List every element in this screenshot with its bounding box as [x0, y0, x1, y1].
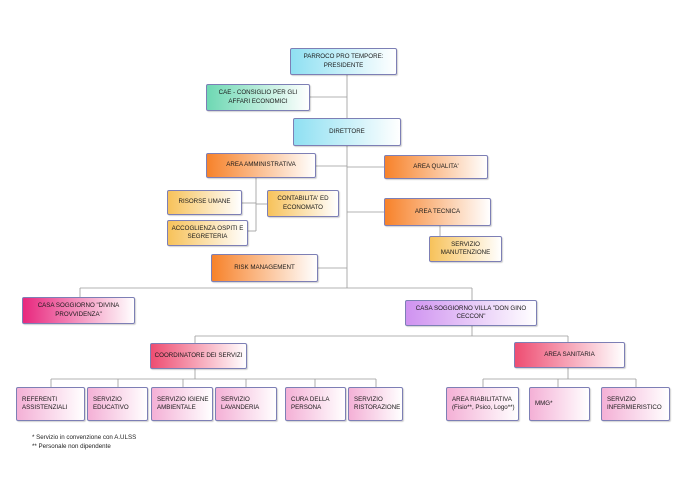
box-servizio-educativo: SERVIZIO EDUCATIVO — [87, 387, 148, 421]
box-area-qualita: AREA QUALITA' — [384, 155, 488, 179]
footnote-non-dipendente: ** Personale non dipendente — [32, 442, 111, 450]
box-mmg: MMG* — [529, 387, 590, 421]
box-area-amministrativa: AREA AMMINISTRATIVA — [206, 153, 316, 178]
box-servizio-lavanderia: SERVIZIO LAVANDERIA — [215, 387, 277, 421]
box-cae: CAE - CONSIGLIO PER GLI AFFARI ECONOMICI — [206, 84, 310, 111]
box-accoglienza: ACCOGLIENZA OSPITI E SEGRETERIA — [167, 220, 248, 246]
box-risk-management: RISK MANAGEMENT — [211, 254, 318, 282]
box-servizio-infermieristico: SERVIZIO INFERMIERISTICO — [601, 387, 670, 421]
box-referenti: REFERENTI ASSISTENZIALI — [16, 387, 85, 421]
footnotes: * Servizio in convenzione con A.ULSS ** … — [32, 434, 136, 452]
box-direttore: DIRETTORE — [293, 118, 401, 146]
box-parroco: PARROCO PRO TEMPORE: PRESIDENTE — [290, 48, 397, 75]
box-coordinatore: COORDINATORE DEI SERVIZI — [150, 343, 247, 369]
box-servizio-igiene: SERVIZIO IGIENE AMBIENTALE — [151, 387, 213, 421]
box-servizio-manutenzione: SERVIZIO MANUTENZIONE — [429, 236, 502, 262]
box-area-riabilitativa: AREA RIABILITATIVA (Fisio**, Psico, Logo… — [446, 387, 519, 421]
box-risorse-umane: RISORSE UMANE — [167, 190, 242, 215]
box-area-sanitaria: AREA SANITARIA — [514, 342, 625, 368]
box-casa-villa: CASA SOGGIORNO VILLA "DON GINO CECCON" — [405, 300, 537, 326]
box-casa-divina: CASA SOGGIORNO "DIVINA PROVVIDENZA" — [22, 297, 135, 324]
footnote-convenzione: * Servizio in convenzione con A.ULSS — [32, 434, 137, 441]
box-cura-persona: CURA DELLA PERSONA — [285, 387, 346, 421]
box-area-tecnica: AREA TECNICA — [384, 198, 491, 226]
box-contabilita: CONTABILITA' ED ECONOMATO — [267, 190, 339, 217]
box-servizio-ristorazione: SERVIZIO RISTORAZIONE — [348, 387, 403, 421]
